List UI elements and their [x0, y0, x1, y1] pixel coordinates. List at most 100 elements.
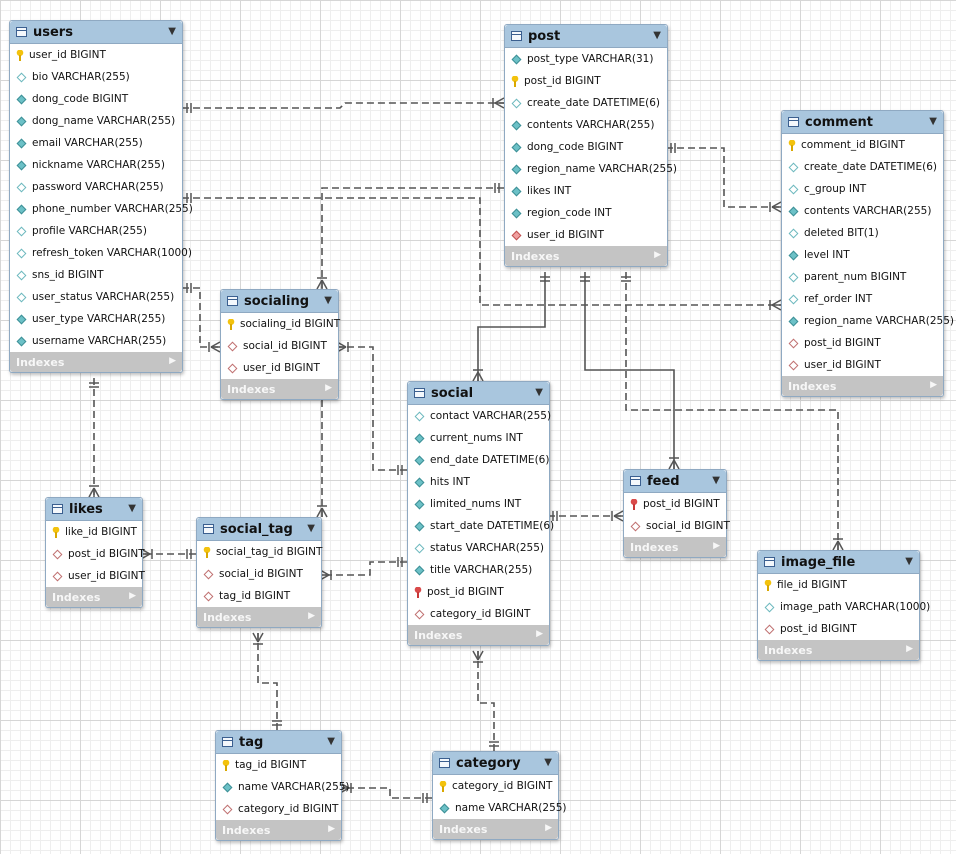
column-row[interactable]: social_id BIGINT: [624, 515, 730, 537]
expand-arrow-icon[interactable]: ▶: [654, 250, 661, 260]
table-likes-header[interactable]: likes ▼: [46, 498, 142, 521]
relationship-line[interactable]: [337, 346, 407, 471]
relationship-line[interactable]: [182, 287, 220, 348]
column-row[interactable]: socialing_id BIGINT: [221, 313, 340, 335]
column-row[interactable]: user_status VARCHAR(255): [10, 286, 182, 308]
table-social[interactable]: social ▼ contact VARCHAR(255)current_num…: [407, 381, 554, 646]
column-row[interactable]: category_id BIGINT: [216, 798, 341, 820]
column-row[interactable]: post_id BIGINT: [758, 618, 919, 640]
expand-arrow-icon[interactable]: ▶: [169, 356, 176, 366]
relationship-line[interactable]: [321, 187, 504, 289]
column-row[interactable]: refresh_token VARCHAR(1000): [10, 242, 192, 264]
expand-arrow-icon[interactable]: ▶: [308, 611, 315, 621]
column-row[interactable]: social_id BIGINT: [221, 335, 338, 357]
column-row[interactable]: user_id BIGINT: [221, 357, 338, 379]
column-row[interactable]: level INT: [782, 244, 943, 266]
column-row[interactable]: category_id BIGINT: [408, 603, 549, 625]
column-row[interactable]: email VARCHAR(255): [10, 132, 182, 154]
column-row[interactable]: start_date DATETIME(6): [408, 515, 554, 537]
column-row[interactable]: post_id BIGINT: [46, 543, 145, 565]
collapse-arrow-icon[interactable]: ▼: [168, 26, 176, 37]
column-row[interactable]: profile VARCHAR(255): [10, 220, 182, 242]
table-social-tag-indexes[interactable]: Indexes ▶: [197, 607, 321, 627]
column-row[interactable]: c_group INT: [782, 178, 943, 200]
column-row[interactable]: user_id BIGINT: [505, 224, 667, 246]
column-row[interactable]: like_id BIGINT: [46, 521, 142, 543]
column-row[interactable]: current_nums INT: [408, 427, 549, 449]
column-row[interactable]: contact VARCHAR(255): [408, 405, 551, 427]
column-row[interactable]: region_name VARCHAR(255): [782, 310, 954, 332]
relationship-line[interactable]: [477, 272, 546, 381]
expand-arrow-icon[interactable]: ▶: [545, 823, 552, 833]
column-row[interactable]: sns_id BIGINT: [10, 264, 182, 286]
column-row[interactable]: password VARCHAR(255): [10, 176, 182, 198]
table-socialing-indexes[interactable]: Indexes ▶: [221, 379, 338, 399]
expand-arrow-icon[interactable]: ▶: [325, 383, 332, 393]
relationship-line[interactable]: [182, 197, 781, 306]
table-comment-header[interactable]: comment ▼: [782, 111, 943, 134]
collapse-arrow-icon[interactable]: ▼: [327, 736, 335, 747]
relationship-line[interactable]: [320, 561, 407, 576]
column-row[interactable]: post_id BIGINT: [624, 493, 726, 515]
collapse-arrow-icon[interactable]: ▼: [307, 523, 315, 534]
column-row[interactable]: end_date DATETIME(6): [408, 449, 549, 471]
table-tag-header[interactable]: tag ▼: [216, 731, 341, 754]
column-row[interactable]: dong_name VARCHAR(255): [10, 110, 182, 132]
column-row[interactable]: hits INT: [408, 471, 549, 493]
column-row[interactable]: parent_num BIGINT: [782, 266, 943, 288]
relationship-line[interactable]: [340, 787, 432, 799]
column-row[interactable]: user_id BIGINT: [46, 565, 145, 587]
column-row[interactable]: file_id BIGINT: [758, 574, 919, 596]
table-tag-indexes[interactable]: Indexes ▶: [216, 820, 341, 840]
column-row[interactable]: post_id BIGINT: [408, 581, 549, 603]
table-post[interactable]: post ▼ post_type VARCHAR(31)post_id BIGI…: [504, 24, 677, 267]
table-category-header[interactable]: category ▼: [433, 752, 558, 775]
table-image-file-header[interactable]: image_file ▼: [758, 551, 919, 574]
table-category-indexes[interactable]: Indexes ▶: [433, 819, 558, 839]
table-post-header[interactable]: post ▼: [505, 25, 667, 48]
table-social-header[interactable]: social ▼: [408, 382, 549, 405]
column-row[interactable]: category_id BIGINT: [433, 775, 558, 797]
relationship-line[interactable]: [666, 147, 781, 208]
collapse-arrow-icon[interactable]: ▼: [535, 387, 543, 398]
column-row[interactable]: title VARCHAR(255): [408, 559, 549, 581]
column-row[interactable]: user_id BIGINT: [782, 354, 943, 376]
column-row[interactable]: create_date DATETIME(6): [782, 156, 943, 178]
expand-arrow-icon[interactable]: ▶: [536, 629, 543, 639]
expand-arrow-icon[interactable]: ▶: [129, 591, 136, 601]
column-row[interactable]: phone_number VARCHAR(255): [10, 198, 193, 220]
column-row[interactable]: name VARCHAR(255): [216, 776, 350, 798]
expand-arrow-icon[interactable]: ▶: [930, 380, 937, 390]
collapse-arrow-icon[interactable]: ▼: [712, 475, 720, 486]
column-row[interactable]: limited_nums INT: [408, 493, 549, 515]
expand-arrow-icon[interactable]: ▶: [713, 541, 720, 551]
table-social-tag-header[interactable]: social_tag ▼: [197, 518, 321, 541]
relationship-line[interactable]: [584, 272, 675, 469]
column-row[interactable]: create_date DATETIME(6): [505, 92, 667, 114]
column-row[interactable]: name VARCHAR(255): [433, 797, 567, 819]
relationship-line[interactable]: [182, 102, 504, 109]
collapse-arrow-icon[interactable]: ▼: [929, 116, 937, 127]
collapse-arrow-icon[interactable]: ▼: [905, 556, 913, 567]
relationship-line[interactable]: [477, 651, 495, 751]
column-row[interactable]: nickname VARCHAR(255): [10, 154, 182, 176]
column-row[interactable]: tag_id BIGINT: [197, 585, 321, 607]
table-image-file-indexes[interactable]: Indexes ▶: [758, 640, 919, 660]
column-row[interactable]: post_id BIGINT: [505, 70, 667, 92]
collapse-arrow-icon[interactable]: ▼: [653, 30, 661, 41]
table-post-indexes[interactable]: Indexes ▶: [505, 246, 667, 266]
column-row[interactable]: deleted BIT(1): [782, 222, 943, 244]
table-comment-indexes[interactable]: Indexes ▶: [782, 376, 943, 396]
table-users-indexes[interactable]: Indexes ▶: [10, 352, 182, 372]
column-row[interactable]: user_id BIGINT: [10, 44, 182, 66]
column-row[interactable]: contents VARCHAR(255): [782, 200, 943, 222]
table-feed-header[interactable]: feed ▼: [624, 470, 726, 493]
table-users-header[interactable]: users ▼: [10, 21, 182, 44]
